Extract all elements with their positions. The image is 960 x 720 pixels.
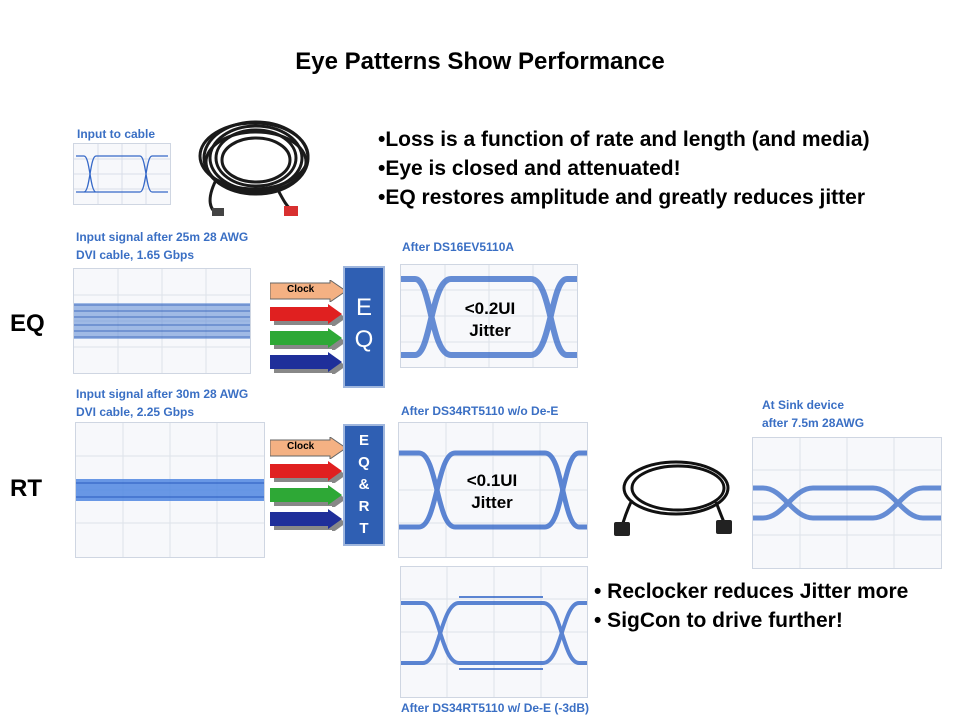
- row-label-rt: RT: [10, 475, 42, 502]
- input-eye-scope: [73, 143, 171, 205]
- red-arrow-eq: [270, 304, 346, 326]
- green-arrow-eq: [270, 328, 346, 350]
- clock-arrow-rt: [270, 437, 346, 459]
- blue-arrow-rt: [270, 509, 346, 531]
- page-title: Eye Patterns Show Performance: [295, 48, 665, 75]
- caption-input-30m-line1: Input signal after 30m 28 AWG: [76, 387, 249, 401]
- blue-arrow-eq: [270, 352, 346, 374]
- eq-chip-letter-e: E: [355, 294, 372, 321]
- red-arrow-rt: [270, 461, 346, 483]
- eq-jitter-value: <0.2UI: [464, 299, 516, 318]
- cable-coil-image: [196, 110, 316, 222]
- bullet-eq-restores: •EQ restores amplitude and greatly reduc…: [378, 186, 866, 209]
- rt-input-scope: [75, 422, 265, 558]
- caption-after-rt-with-de-e: After DS34RT5110 w/ De-E (-3dB): [401, 701, 590, 715]
- bullet-loss: •Loss is a function of rate and length (…: [378, 128, 870, 151]
- eq-input-scope: [73, 268, 251, 374]
- clock-label-rt: Clock: [287, 441, 315, 452]
- bullet-sigcon: • SigCon to drive further!: [594, 609, 843, 632]
- rt-de-e-scope: [400, 566, 588, 698]
- caption-input-25m-line2: DVI cable, 1.65 Gbps: [76, 248, 195, 262]
- caption-sink-line2: after 7.5m 28AWG: [762, 416, 865, 430]
- caption-sink-line1: At Sink device: [762, 398, 845, 412]
- caption-input-25m-line1: Input signal after 25m 28 AWG: [76, 230, 249, 244]
- rt-chip-letter-t: T: [359, 520, 369, 537]
- rt-output-scope: [398, 422, 588, 558]
- clock-arrow-eq: [270, 280, 346, 302]
- sink-scope: [752, 437, 942, 569]
- caption-after-ev5110a: After DS16EV5110A: [402, 240, 515, 254]
- rt-chip-letter-q: Q: [358, 454, 370, 471]
- rt-chip-letter-r: R: [358, 498, 370, 515]
- eq-chip: E Q: [343, 266, 385, 388]
- caption-input-to-cable: Input to cable: [77, 127, 155, 141]
- bullet-eye-closed: •Eye is closed and attenuated!: [378, 157, 681, 180]
- rt-chip-letter-e: E: [358, 432, 369, 449]
- bullet-reclocker: • Reclocker reduces Jitter more: [594, 580, 909, 603]
- clock-label-eq: Clock: [287, 284, 315, 295]
- rt-chip: E Q & R T: [343, 424, 385, 546]
- eq-jitter-label: Jitter: [469, 321, 511, 340]
- eq-output-scope: [400, 264, 578, 368]
- rt-chip-ampersand: &: [358, 476, 370, 493]
- rt-jitter-label: Jitter: [471, 493, 513, 512]
- caption-input-30m-line2: DVI cable, 2.25 Gbps: [76, 405, 195, 419]
- row-label-eq: EQ: [10, 310, 45, 337]
- rt-jitter-value: <0.1UI: [466, 471, 518, 490]
- green-arrow-rt: [270, 485, 346, 507]
- hdmi-cable-image: [612, 450, 738, 540]
- eq-chip-letter-q: Q: [354, 326, 374, 353]
- caption-after-rt-without-de-e: After DS34RT5110 w/o De-E: [401, 404, 559, 418]
